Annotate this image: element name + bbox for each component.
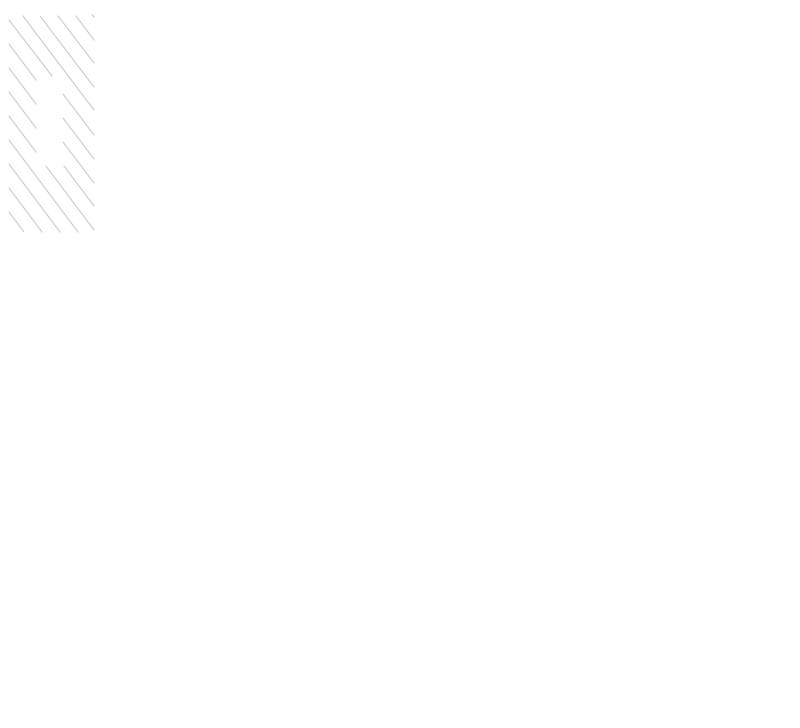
hatch-pattern-icon <box>8 14 95 233</box>
diagonal-hatch-graphic <box>8 14 96 236</box>
